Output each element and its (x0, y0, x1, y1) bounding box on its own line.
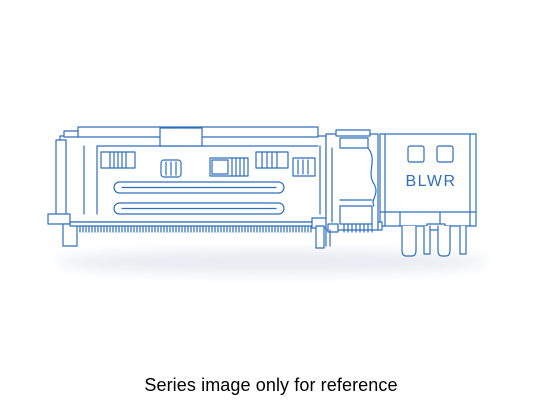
left-housing (47, 126, 329, 249)
right-housing (377, 133, 477, 231)
right-legs (401, 225, 467, 257)
drop-shadow (57, 250, 487, 274)
reference-caption: Series image only for reference (144, 375, 398, 395)
middle-pins (343, 223, 373, 233)
contact-row (79, 225, 312, 233)
card-slots (113, 181, 285, 215)
latch-windows (100, 151, 316, 178)
housing-label: BLWR (405, 173, 456, 190)
